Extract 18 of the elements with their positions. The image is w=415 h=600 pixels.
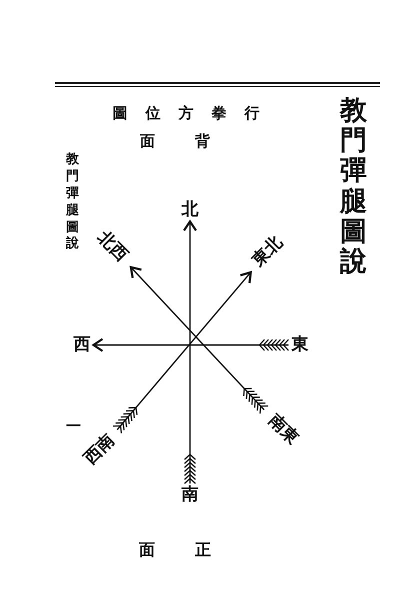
direction-label: 東北 [250, 234, 286, 270]
direction-label: 南東 [264, 412, 302, 448]
direction-label: 南 [182, 486, 198, 504]
direction-label: 西 [74, 336, 90, 354]
arrow [112, 271, 252, 434]
view-label: 面正 [138, 540, 252, 561]
view-label: 面背 [139, 132, 251, 151]
direction-label: 北 [182, 202, 198, 218]
diagram-title: 圖位方拳行 [112, 104, 278, 123]
margin-title: 教門彈腿圖說 [66, 152, 79, 254]
book-title: 教門彈腿圖說 [340, 96, 367, 278]
arrow [182, 220, 198, 484]
direction-label: 北西 [94, 228, 130, 266]
page-number: 一 [66, 418, 81, 434]
direction-label: 西南 [82, 432, 118, 468]
arrow [92, 338, 290, 352]
arrow [130, 266, 269, 414]
direction-label: 東 [292, 336, 308, 354]
